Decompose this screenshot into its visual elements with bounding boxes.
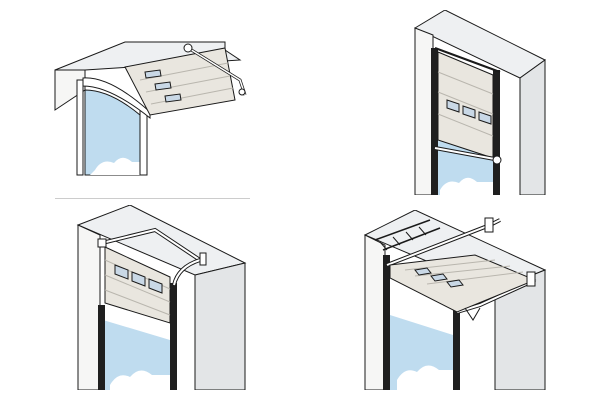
vertical-lift-illustration [413,10,546,195]
horizontal-divider [55,198,250,199]
standard-lift-illustration [76,205,247,390]
horizontal-lift-illustration [54,41,247,176]
low-headroom-lift-illustration [363,210,547,390]
